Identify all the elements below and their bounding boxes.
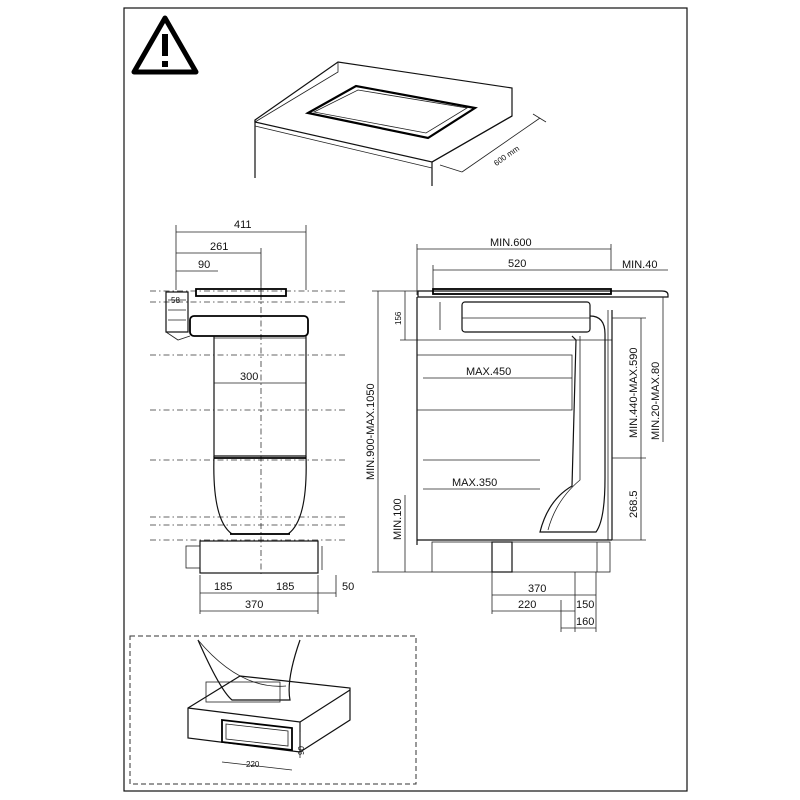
side-offset-50: 50 — [342, 581, 354, 593]
front-range-440-590: MIN.440-MAX.590 — [628, 348, 640, 438]
front-height-range: MIN.900-MAX.1050 — [365, 383, 377, 480]
side-base-185-right: 185 — [276, 581, 294, 593]
warning-triangle-icon — [131, 15, 199, 75]
front-base-150: 150 — [576, 599, 594, 611]
front-min-100: MIN.100 — [392, 498, 404, 540]
detail-width-220: 220 — [246, 760, 260, 769]
side-base-185-left: 185 — [214, 581, 232, 593]
counter-depth-label: 600 mm — [492, 144, 521, 168]
detail-inset: 220 90 — [129, 635, 417, 785]
front-max-350: MAX.350 — [452, 477, 497, 489]
side-width-90: 90 — [198, 259, 210, 271]
side-view: 411 261 90 58 — [150, 219, 354, 614]
front-range-20-80: MIN.20-MAX.80 — [650, 362, 662, 440]
front-width-520: 520 — [508, 258, 526, 270]
front-base-160: 160 — [576, 616, 594, 628]
side-width-411: 411 — [234, 219, 252, 231]
front-min-600: MIN.600 — [490, 237, 532, 249]
counter-perspective: 600 mm — [254, 61, 547, 186]
front-height-156: 156 — [394, 311, 403, 325]
front-base-220: 220 — [518, 599, 536, 611]
side-width-261: 261 — [210, 241, 228, 253]
front-max-450: MAX.450 — [466, 366, 511, 378]
side-small-label: 58 — [171, 296, 180, 305]
page-frame — [123, 7, 688, 792]
front-base-370: 370 — [528, 583, 546, 595]
side-base-370: 370 — [245, 599, 263, 611]
front-min-40: MIN.40 — [622, 259, 657, 271]
front-view: MIN.600 520 MIN.40 MAX.450 MAX.350 — [365, 237, 669, 632]
side-duct-300: 300 — [240, 371, 258, 383]
detail-height-90: 90 — [297, 746, 306, 755]
front-height-268-5: 268.5 — [628, 490, 640, 518]
